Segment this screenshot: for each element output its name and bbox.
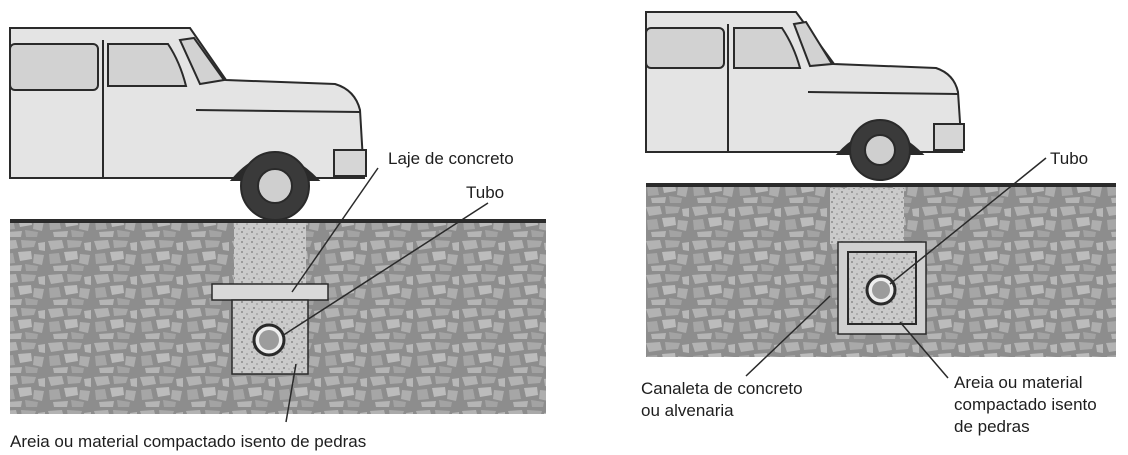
right-label-channel-line2: ou alvenaria — [641, 401, 734, 420]
left-leader-lines — [281, 167, 489, 423]
right-label-fill-line2: compactado isento — [954, 395, 1097, 414]
left-truck — [9, 27, 367, 221]
right-truck-windshield — [792, 20, 834, 68]
left-sand-column — [234, 223, 306, 285]
right-leader-pipe — [889, 157, 1047, 285]
right-sand-fill — [847, 251, 917, 325]
right-leader-fill — [899, 321, 949, 379]
right-truck-bumper — [933, 123, 965, 151]
left-truck-windshield — [178, 36, 226, 86]
right-truck-side-window — [733, 27, 802, 69]
right-label-channel-line1: Canaleta de concreto — [641, 379, 803, 398]
left-truck-hubcap — [257, 168, 293, 204]
right-sand-column — [830, 188, 904, 244]
left-concrete-slab — [211, 283, 329, 301]
left-leader-pipe — [281, 202, 489, 337]
left-pipe-bore — [259, 330, 279, 350]
right-leader-lines — [745, 157, 1047, 379]
right-label-fill-line1: Areia ou material — [954, 373, 1083, 392]
right-truck — [645, 11, 965, 181]
right-diagram: Tubo Canaleta de concreto ou alvenaria A… — [641, 11, 1116, 436]
right-pipe-bore — [872, 281, 890, 299]
left-truck-body-line — [195, 109, 361, 113]
left-leader-slab — [291, 167, 379, 293]
left-label-pipe: Tubo — [466, 183, 504, 202]
right-label-pipe: Tubo — [1050, 149, 1088, 168]
right-truck-body-line — [807, 91, 959, 95]
right-label-fill-line3: de pedras — [954, 417, 1030, 436]
left-truck-rear-window — [9, 43, 99, 91]
left-label-slab: Laje de concreto — [388, 149, 514, 168]
left-diagram: Laje de concreto Tubo Areia ou material … — [9, 27, 546, 451]
right-truck-hubcap — [864, 134, 896, 166]
right-truck-rear-window — [645, 27, 725, 69]
left-leader-fill — [285, 363, 297, 423]
right-leader-channel — [745, 295, 831, 377]
left-truck-side-window — [107, 43, 188, 87]
left-truck-bumper — [333, 149, 367, 177]
left-label-fill: Areia ou material compactado isento de p… — [10, 432, 366, 451]
